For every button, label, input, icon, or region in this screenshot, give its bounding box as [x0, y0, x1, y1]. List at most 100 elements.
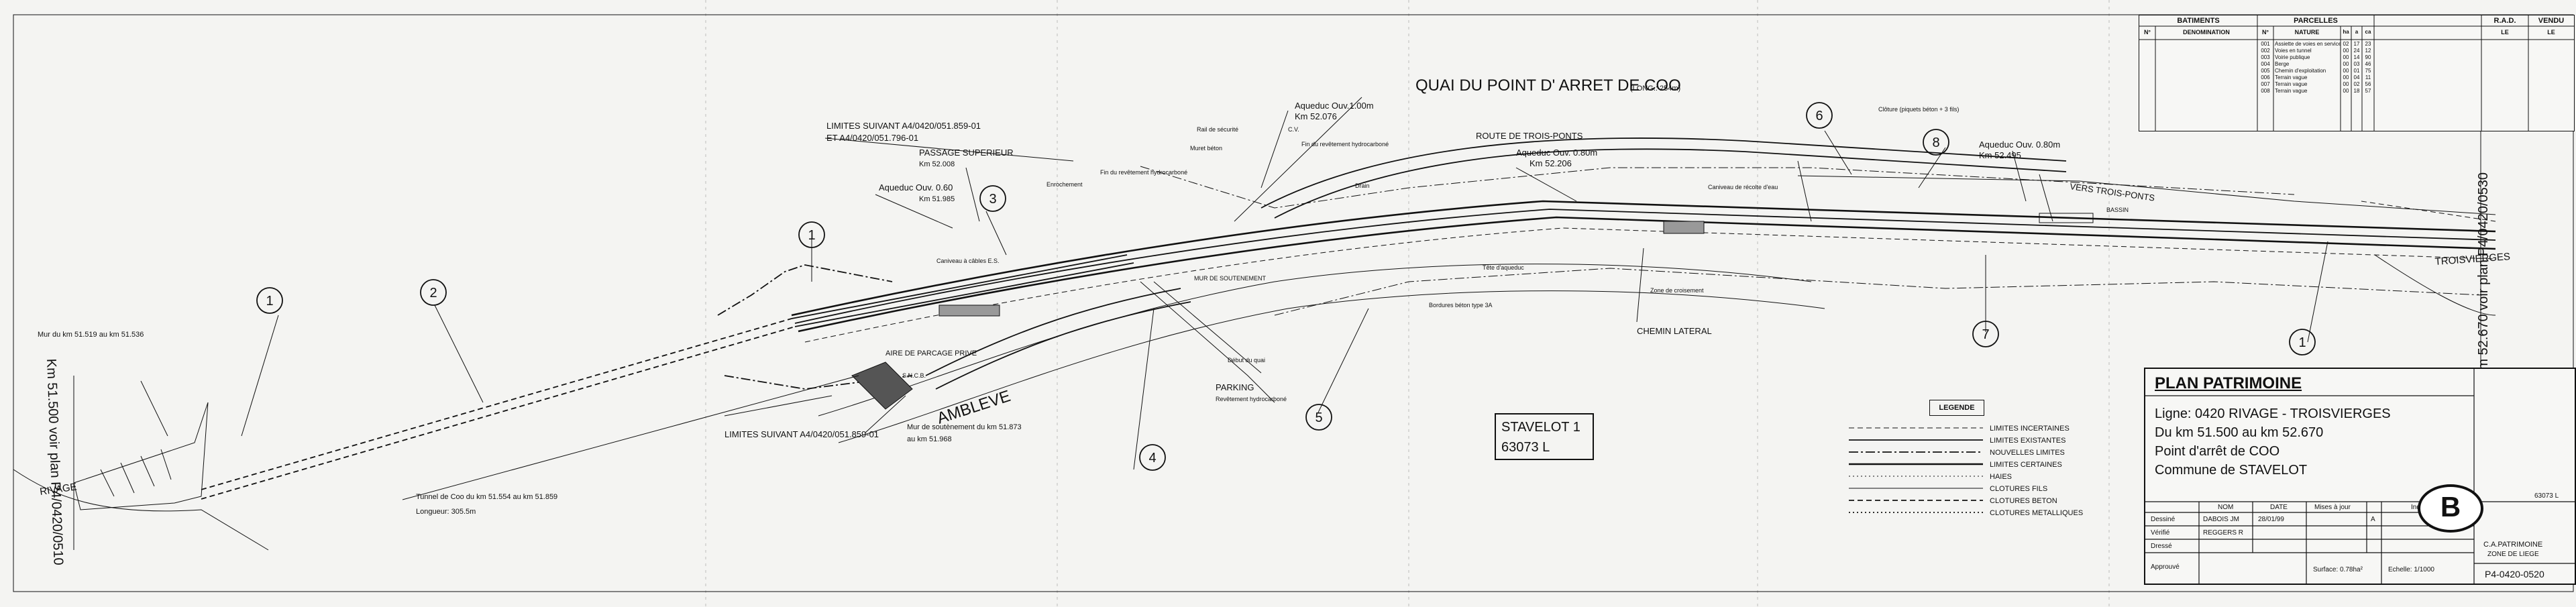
parcel-cell-a: 18 — [2353, 88, 2360, 94]
parcel-no-header: N° — [2261, 29, 2269, 36]
cadastral-code: 63073 L — [2534, 492, 2559, 500]
cv-label: C.V. — [1288, 126, 1299, 133]
parcel-cell-ha: 00 — [2343, 88, 2349, 94]
retaining-wall-label: MUR DE SOUTENEMENT — [1194, 275, 1267, 282]
end-coating-label-2: Fin du revêtement hydrocarboné — [1301, 141, 1389, 148]
parcel-cell-ca: 57 — [2365, 88, 2371, 94]
parcels-header: PARCELLES — [2294, 17, 2338, 25]
title-block: PLAN PATRIMOINE Ligne: 0420 RIVAGE - TRO… — [2144, 368, 2576, 585]
parcel-cell-no: 003 — [2261, 54, 2270, 60]
leader-lines — [140, 97, 2328, 500]
callout-label: 2 — [429, 286, 437, 300]
culvert-080a-km: Km 52.206 — [1529, 158, 1572, 168]
property-limits — [717, 160, 2483, 390]
legend-item: CLOTURES FILS — [1990, 485, 2047, 493]
water-duct-label: Caniveau de récolte d'eau — [1708, 184, 1778, 190]
km-left-reference: Km 51.500 voir plan P4/0420/0510 — [44, 358, 66, 565]
culvert-060-km: Km 51.985 — [919, 195, 955, 203]
parcel-cell-nature: Terrain vague — [2275, 81, 2308, 87]
plan-number: P4-0420-0520 — [2485, 569, 2544, 580]
basin-label: BASSIN — [2106, 207, 2129, 213]
concrete-wall-label: Muret béton — [1190, 145, 1222, 152]
tunnel-note: Tunnel de Coo du km 51.554 au km 51.859 — [416, 493, 557, 501]
right-end — [2361, 201, 2496, 316]
building-no-header: N° — [2143, 29, 2151, 36]
cadastral-line-1: STAVELOT 1 — [1501, 420, 1580, 435]
parcel-cell-ha: 00 — [2343, 81, 2349, 87]
frame — [13, 14, 2574, 592]
ca-header: ca — [2365, 29, 2371, 35]
updates-header: Mises à jour — [2314, 504, 2351, 511]
parcel-cell-ca: 46 — [2365, 61, 2371, 67]
drawn-date: 28/01/99 — [2258, 516, 2284, 523]
drawn-by: DABOIS JM — [2203, 516, 2239, 523]
callout-label: 1 — [808, 228, 815, 243]
direction-troisvierges: TROISVIERGES — [2434, 251, 2510, 268]
private-parking-label: AIRE DE PARCAGE PRIVE — [885, 349, 977, 357]
parking-coating-label: Revêtement hydrocarboné — [1216, 396, 1287, 402]
parcel-cell-ca: 75 — [2365, 68, 2371, 74]
callout-numbers: 1 2 3 1 4 5 6 8 7 1 — [266, 109, 2306, 465]
parcel-cell-a: 03 — [2353, 61, 2360, 67]
parcel-cell-ha: 00 — [2343, 61, 2349, 67]
road-name: ROUTE DE TROIS-PONTS — [1476, 131, 1583, 141]
railway-tracks — [791, 200, 2496, 343]
legend-item: LIMITES EXISTANTES — [1990, 437, 2066, 445]
callout-markers — [256, 102, 2316, 471]
overpass-km: Km 52.008 — [919, 160, 955, 168]
fence-label: Clôture (piquets béton + 3 fils) — [1878, 106, 1959, 113]
platform-start-label: Début du quai — [1228, 357, 1265, 364]
parcel-cell-a: 17 — [2353, 41, 2360, 47]
parcel-cell-ca: 12 — [2365, 48, 2371, 54]
retaining-wall-note-b: au km 51.968 — [907, 435, 952, 443]
a-header: a — [2355, 29, 2359, 35]
cadastral-line-2: 63073 L — [1501, 440, 1550, 455]
callout-label: 4 — [1148, 451, 1156, 465]
parcel-cell-nature: Terrain vague — [2275, 74, 2308, 80]
rad-header: R.A.D. — [2493, 17, 2516, 25]
culvert-080b-km: Km 52.495 — [1979, 150, 2021, 160]
parcel-cell-ha: 00 — [2343, 68, 2349, 74]
tunnel-lines — [201, 254, 1134, 500]
surface: Surface: 0.78ha² — [2313, 566, 2363, 573]
parking-label: PARKING — [1216, 382, 1254, 392]
parcel-cell-nature: Chemin d'exploitation — [2275, 68, 2326, 74]
sncb-logo-icon: B — [2418, 484, 2483, 533]
crossing-zone-label: Zone de croisement — [1650, 287, 1704, 294]
platform-title: QUAI DU POINT D' ARRET DE COO — [1415, 76, 1681, 95]
callout-label: 1 — [266, 294, 273, 309]
callout-label: 1 — [2298, 335, 2306, 350]
sold-header: VENDU — [2538, 17, 2565, 25]
culvert-080a-label: Aqueduc Ouv. 0.80m — [1516, 148, 1597, 158]
parcel-cell-nature: Berge — [2275, 61, 2290, 67]
rock-fill-label: Enrochement — [1046, 181, 1083, 188]
tunnel-length: Longueur: 305.5m — [416, 508, 476, 516]
legend-item: NOUVELLES LIMITES — [1990, 449, 2065, 457]
drain-label: Drain — [1355, 182, 1370, 189]
parcel-cell-a: 14 — [2353, 54, 2360, 60]
legend-item: LIMITES CERTAINES — [1990, 461, 2062, 469]
parcel-cell-ca: 56 — [2365, 81, 2371, 87]
legend-symbols — [1849, 427, 1983, 513]
parcel-cell-nature: Terrain vague — [2275, 88, 2308, 94]
km-range: Du km 51.500 au km 52.670 — [2155, 425, 2324, 440]
drawn-label: Dessiné — [2151, 516, 2176, 523]
retaining-wall-note: Mur de soutènement du km 51.873 — [907, 423, 1022, 431]
river-name: AMBLEVE — [935, 387, 1013, 428]
parcel-table: BATIMENTS PARCELLES R.A.D. VENDU N° DENO… — [2139, 15, 2575, 131]
sold-date-header: LE — [2547, 29, 2555, 36]
callout-label: 6 — [1815, 109, 1823, 123]
curb-label: Bordures béton type 3A — [1429, 302, 1493, 309]
cable-duct-label: Caniveau à câbles E.S. — [936, 258, 1000, 264]
callout-label: 5 — [1315, 410, 1322, 425]
cadastral-box: STAVELOT 1 63073 L — [1495, 413, 1594, 460]
rad-date-header: LE — [2501, 29, 2509, 36]
legend-items: LIMITES INCERTAINES LIMITES EXISTANTES N… — [1990, 425, 2083, 517]
parcel-cell-no: 005 — [2261, 68, 2270, 74]
culvert-head-label: Tête d'aqueduc — [1483, 264, 1524, 271]
name-header: NOM — [2218, 504, 2234, 511]
organisation-zone: ZONE DE LIEGE — [2487, 551, 2539, 558]
culvert-100-km: Km 52.076 — [1295, 111, 1337, 121]
approved-label: Approuvé — [2151, 563, 2180, 571]
